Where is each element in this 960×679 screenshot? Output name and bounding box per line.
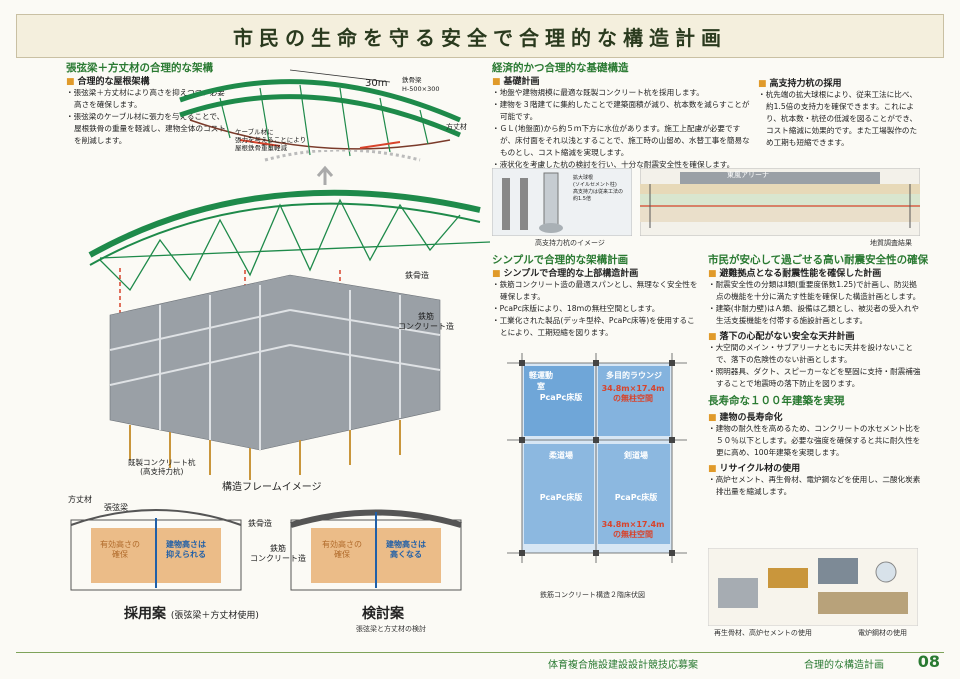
right-section-title2: 長寿命な１００年建築を実現	[708, 395, 845, 407]
pile-caption: 高支持力杭のイメージ	[535, 239, 605, 247]
title-band: 市民の生命を守る安全で合理的な構造計画	[16, 14, 944, 58]
mid-top-p2: ・建物を３階建てに集約したことで建築面積が減り、杭本数を減らすことが可能です。	[492, 100, 750, 121]
label-pile: 既製コンクリート杭 (高支持力杭)	[128, 458, 196, 476]
plan-label-i: 34.8m×17.4m の無柱空間	[601, 520, 665, 539]
plan-label-h: PcaPc床版	[614, 493, 658, 502]
label-steel-structure: 鉄骨造	[405, 271, 429, 280]
right-top-head: 高支持力杭の採用	[758, 76, 918, 89]
plan-label-g: PcaPc床版	[539, 493, 583, 502]
recycle-caption-a: 再生骨材、高炉セメントの使用	[714, 629, 812, 637]
section-comparison-diagram	[70, 509, 462, 591]
footer-center: 体育複合施設建設設計競技応募案	[548, 660, 698, 671]
label-houjou: 方丈材	[446, 123, 467, 131]
left-head1: 合理的な屋根架構	[66, 74, 226, 87]
mid-top-head: 基礎計画	[492, 74, 754, 87]
label-eff-left: 有効高さの 確保	[100, 540, 140, 559]
adopt-subtitle: (張弦梁＋方丈材使用)	[170, 611, 259, 621]
roof-beam	[179, 79, 461, 123]
mid-top-p1: ・地盤や建物規模に最適な既製コンクリート杭を採用します。	[492, 88, 704, 97]
adopt-label: 採用案 (張弦梁＋方丈材使用)	[124, 603, 259, 623]
right-p4: ・照明器具、ダクト、スピーカーなどを堅固に支持・耐震補強することで地震時の落下防…	[708, 367, 921, 388]
mid-top-section-title: 経済的かつ合理的な基礎構造	[492, 62, 629, 74]
pile-note: 拡大球根 (ソイルセメント柱) 高支持力は従来工法の 約1.5倍	[573, 175, 624, 202]
frame-caption: 構造フレームイメージ	[222, 482, 322, 493]
label-span: 30m	[365, 78, 388, 89]
left-section-title: 張弦梁＋方丈材の合理的な架構	[66, 62, 213, 74]
plan-label-f: 剣道場	[624, 451, 648, 460]
right-top-text: 高支持力杭の採用 ・杭先端の拡大球根により、従来工法に比べ、約1.5倍の支持力を…	[758, 74, 918, 149]
footer-right: 合理的な構造計画	[804, 660, 884, 671]
review-label: 検討案	[362, 606, 404, 622]
roof-truss-diagram	[179, 69, 461, 157]
label-build-right: 建物高さは 高くなる	[386, 540, 426, 559]
mid-bottom-section-title: シンプルで合理的な架構計画	[492, 254, 629, 266]
label-steel-beam: 鉄骨梁 H-500×300	[402, 76, 440, 93]
page-number: 08	[917, 652, 940, 671]
label-cable: ケーブル材に 張力を与えることにより 屋根鉄骨重量軽減	[235, 128, 307, 152]
footer-rule	[16, 652, 944, 653]
label-section-steel: 鉄骨造	[248, 519, 272, 528]
mid-top-p3: ・ＧＬ(地盤面)から約５ｍ下方に水位があります。施工上配慮が必要ですが、床付面を…	[492, 124, 750, 157]
right-p2: ・建築(非耐力壁)はＡ類、設備は乙類とし、被災者の受入れや生活支援機能を付帯する…	[708, 304, 919, 325]
mid-bottom-p2: ・PcaPc床版により、18ｍの無柱空間とします。	[492, 304, 660, 313]
left-p2: ・張弦梁のケーブル材に張力を与えることで、屋根鉄骨の重量を軽減し、建物全体のコス…	[66, 112, 226, 145]
right-p5: ・建物の耐久性を高めるため、コンクリートの水セメント比を５０％以下とします。必要…	[708, 424, 921, 457]
survey-caption: 地質調査結果	[870, 239, 912, 247]
mid-bottom-text: シンプルで合理的な上部構造計画 ・鉄筋コンクリート造の最適スパンとし、無理なく安…	[492, 264, 702, 339]
left-p1: ・張弦梁＋方丈材により高さを抑えつつ、必要高さを確保します。	[66, 88, 225, 109]
structural-frame-diagram	[88, 150, 490, 480]
label-section-houjou: 方丈材	[68, 495, 92, 504]
mid-bottom-p3: ・工業化された製品(デッキ型枠、PcaPc床等)を使用することにより、工期短縮を…	[492, 316, 695, 337]
plan-label-d: 34.8m×17.4m の無柱空間	[601, 384, 665, 403]
right-head4: リサイクル材の使用	[708, 461, 924, 474]
plan-label-b: 多目的ラウンジ	[606, 371, 662, 380]
roof-beam	[179, 94, 461, 138]
mid-bottom-p1: ・鉄筋コンクリート造の最適スパンとし、無理なく安全性を確保します。	[492, 280, 698, 301]
page-title: 市民の生命を守る安全で合理的な構造計画	[233, 25, 727, 50]
recycle-caption-b: 電炉鋼材の使用	[858, 629, 907, 637]
right-bottom-section-title: 市民が安心して過ごせる高い耐震安全性の確保	[708, 254, 929, 266]
right-bottom-text: 避難拠点となる耐震性能を確保した計画 ・耐震安全性の分類はⅡ類(重要度係数1.2…	[708, 264, 924, 498]
bottom-caption: 張弦梁と方丈材の検討	[356, 625, 426, 633]
right-head3: 建物の長寿命化	[708, 410, 924, 423]
plan-label-e: 柔道場	[549, 451, 573, 460]
label-eff-right: 有効高さの 確保	[322, 540, 362, 559]
mid-top-text: 基礎計画 ・地盤や建物規模に最適な既製コンクリート杭を採用します。 ・建物を３階…	[492, 72, 754, 171]
floor-plan	[492, 348, 702, 578]
adopt-title: 採用案	[124, 606, 166, 622]
plan-caption: 鉄筋コンクリート構造２階床伏図	[540, 591, 645, 599]
right-head1: 避難拠点となる耐震性能を確保した計画	[708, 266, 924, 279]
mid-bottom-head: シンプルで合理的な上部構造計画	[492, 266, 702, 279]
plan-label-c: PcaPc床版	[539, 393, 583, 402]
label-section-harigen: 張弦梁	[104, 503, 128, 512]
label-build-left: 建物高さは 抑えられる	[166, 540, 206, 559]
pile-image	[492, 168, 632, 236]
label-section-rc: 鉄筋 コンクリート造	[250, 544, 306, 563]
mid-top-p4: ・液状化を考慮した杭の検討を行い、十分な耐震安全性を確保します。	[492, 160, 735, 169]
right-head2: 落下の心配がない安全な天井計画	[708, 329, 924, 342]
right-p6: ・高炉セメント、再生骨材、電炉鋼などを使用し、二酸化炭素排出量を縮減します。	[708, 475, 921, 496]
plan-label-a: 軽運動室	[529, 371, 553, 391]
cable	[189, 119, 451, 150]
arena-label: 東風アリーナ	[727, 171, 769, 179]
right-p3: ・大空間のメイン・サブアリーナともに天井を設けないことで、落下の危険性のない計画…	[708, 343, 914, 364]
left-body: ・張弦梁＋方丈材により高さを抑えつつ、必要高さを確保します。 ・張弦梁のケーブル…	[66, 87, 226, 147]
soil-survey-diagram	[640, 168, 920, 236]
recycle-diagram	[708, 548, 918, 626]
right-top-p1: ・杭先端の拡大球根により、従来工法に比べ、約1.5倍の支持力を確保できます。これ…	[758, 90, 918, 147]
label-rc-structure: 鉄筋 コンクリート造	[398, 312, 454, 331]
left-text-block: 合理的な屋根架構 ・張弦梁＋方丈材により高さを抑えつつ、必要高さを確保します。 …	[66, 72, 226, 147]
right-p1: ・耐震安全性の分類はⅡ類(重要度係数1.25)で計画し、防災拠点の機能を十分に満…	[708, 280, 921, 301]
